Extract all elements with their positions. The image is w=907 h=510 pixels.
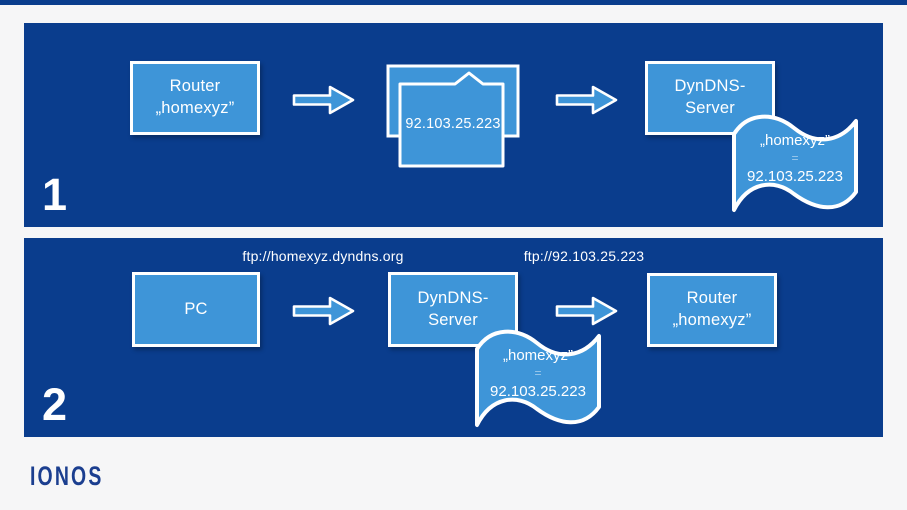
router-box: Router „homexyz” bbox=[130, 61, 260, 135]
ip-packet-envelope-icon: 92.103.25.223 bbox=[386, 64, 520, 169]
router-box-line1: Router bbox=[686, 289, 738, 308]
dyndns-box-line2: Server bbox=[428, 310, 478, 329]
ftp-hostname-label: ftp://homexyz.dyndns.org bbox=[242, 248, 404, 264]
arrow-right-icon bbox=[292, 84, 356, 116]
dyndns-server-box: DynDNS- Server bbox=[645, 61, 775, 135]
record-hostname: „homexyz” bbox=[502, 347, 573, 364]
record-equals: = bbox=[791, 151, 799, 166]
router-box-line2: „homexyz” bbox=[672, 311, 752, 329]
dyndns-box-line1: DynDNS- bbox=[674, 77, 746, 96]
dns-record-flag-icon: „homexyz” = 92.103.25.223 bbox=[730, 108, 860, 220]
dns-record-text: „homexyz” = 92.103.25.223 bbox=[730, 132, 860, 185]
router-box: Router „homexyz” bbox=[647, 273, 777, 347]
pc-box: PC bbox=[132, 272, 260, 347]
panel-step-2: 2 ftp://homexyz.dyndns.org ftp://92.103.… bbox=[24, 238, 883, 437]
record-ip: 92.103.25.223 bbox=[490, 383, 586, 401]
arrow-right-icon bbox=[292, 295, 356, 327]
record-hostname: „homexyz” bbox=[759, 132, 830, 149]
pc-box-label: PC bbox=[184, 299, 208, 318]
step-number-1: 1 bbox=[42, 169, 68, 220]
router-box-line2: „homexyz” bbox=[155, 99, 235, 117]
panel-step-1: 1 Router „homexyz” 92.103.25.223 DynDNS-… bbox=[24, 23, 883, 227]
dns-record-text: „homexyz” = 92.103.25.223 bbox=[473, 347, 603, 400]
dyndns-box-line1: DynDNS- bbox=[417, 288, 489, 307]
router-box-line1: Router bbox=[169, 77, 221, 96]
ionos-logo: IONOS bbox=[30, 461, 104, 491]
arrow-right-icon bbox=[555, 295, 619, 327]
dns-record-flag-icon: „homexyz” = 92.103.25.223 bbox=[473, 323, 603, 435]
record-equals: = bbox=[534, 366, 542, 381]
record-ip: 92.103.25.223 bbox=[747, 168, 843, 186]
dyndns-box-line2: Server bbox=[685, 99, 735, 117]
step-number-2: 2 bbox=[42, 379, 68, 430]
packet-ip-text: 92.103.25.223 bbox=[405, 116, 501, 132]
top-border-line bbox=[0, 0, 907, 5]
ftp-ip-label: ftp://92.103.25.223 bbox=[523, 248, 645, 264]
arrow-right-icon bbox=[555, 84, 619, 116]
